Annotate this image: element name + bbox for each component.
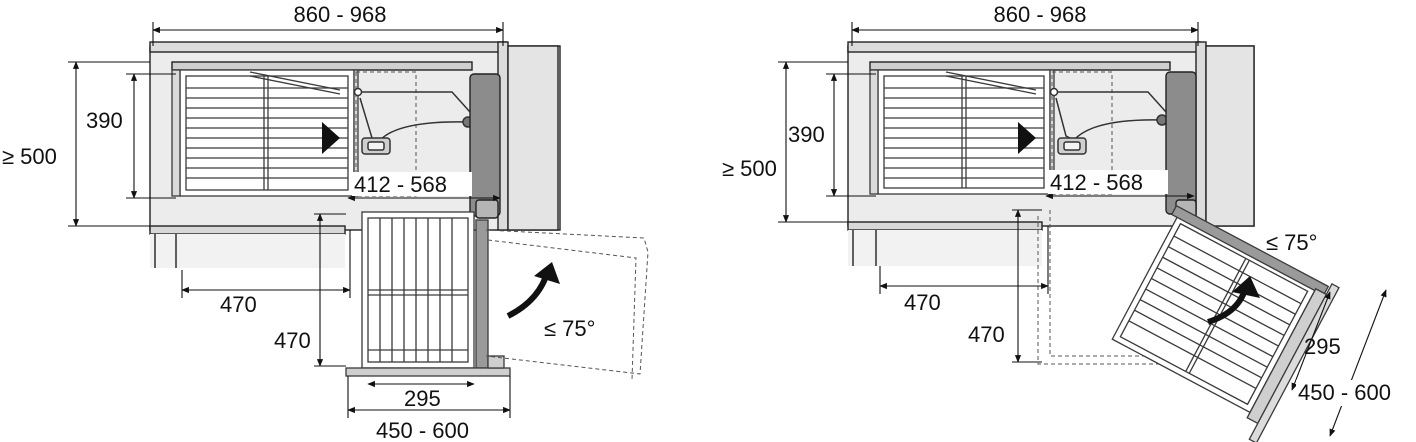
slide-arrow-icon-right [1018, 122, 1036, 154]
label-front-width: 450 - 600 [376, 418, 469, 442]
label-angle-right: ≤ 75° [1266, 230, 1317, 255]
label-width-top-right: 860 - 968 [994, 2, 1087, 27]
slide-arrow-icon [322, 122, 340, 154]
dimension-lines-right [778, 22, 1387, 437]
label-inner-depth-right: 412 - 568 [1050, 170, 1143, 195]
dimension-labels-left: 860 - 968 ≥ 500 390 412 - 568 470 470 ≤ … [2, 2, 595, 442]
diagram-swung-out: 860 - 968 ≥ 500 390 412 - 568 470 470 ≤ … [722, 2, 1414, 442]
linkage-right [1049, 87, 1168, 155]
label-height-inner-right: 390 [788, 122, 825, 147]
label-height-inner: 390 [86, 108, 123, 133]
label-depth-height-right: 470 [968, 322, 1005, 347]
dimension-lines-left [68, 22, 511, 418]
diagram-closed: 860 - 968 ≥ 500 390 412 - 568 470 470 ≤ … [2, 2, 649, 442]
label-inner-depth: 412 - 568 [354, 172, 447, 197]
front-basket-left [345, 211, 511, 377]
label-basket-width: 295 [404, 386, 441, 411]
dimension-labels-right: 860 - 968 ≥ 500 390 412 - 568 470 470 ≤ … [722, 2, 1414, 406]
label-height-total-right: ≥ 500 [722, 156, 777, 181]
linkage-left [353, 87, 474, 155]
label-height-total: ≥ 500 [2, 144, 57, 169]
label-front-width-right: 450 - 600 [1298, 380, 1391, 405]
label-depth-width: 470 [220, 292, 257, 317]
door-panel-left [469, 73, 501, 219]
label-depth-width-right: 470 [904, 290, 941, 315]
label-basket-width-right: 295 [1304, 334, 1341, 359]
label-depth-height: 470 [274, 328, 311, 353]
swing-outline [485, 229, 649, 375]
label-width-top: 860 - 968 [294, 2, 387, 27]
label-angle: ≤ 75° [544, 316, 595, 341]
